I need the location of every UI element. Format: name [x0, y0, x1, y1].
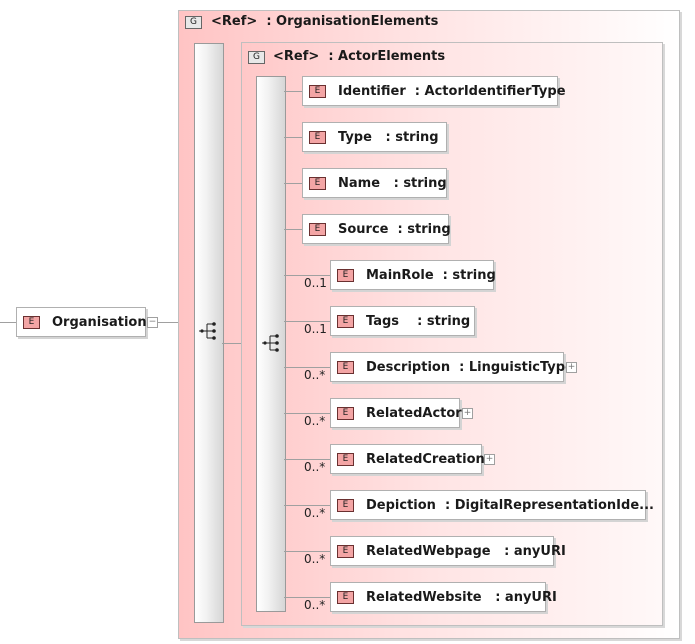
expand-plus-icon[interactable]: + [462, 408, 473, 419]
child-connector [284, 505, 330, 506]
cardinality-label: 0..* [304, 460, 326, 474]
element-badge-icon: E [337, 406, 354, 420]
inner-sequence-bar[interactable] [256, 76, 286, 612]
element-badge-icon: E [309, 130, 326, 144]
element-label: RelatedCreation [366, 451, 485, 467]
element-label: Type : string [338, 129, 439, 145]
element-label: Source : string [338, 221, 451, 237]
element-label: Description : LinguisticType [366, 359, 574, 375]
element-relatedcreation[interactable]: E RelatedCreation [330, 444, 485, 474]
element-label: Identifier : ActorIdentifierType [338, 83, 566, 99]
root-element-label: Organisation [52, 314, 147, 330]
element-description[interactable]: E Description : LinguisticType [330, 352, 574, 382]
element-badge-icon: E [23, 315, 40, 329]
child-connector [284, 275, 330, 276]
element-label: Tags : string [366, 313, 471, 329]
child-connector [284, 597, 330, 598]
cardinality-label: 0..* [304, 368, 326, 382]
element-type[interactable]: E Type : string [302, 122, 447, 152]
cardinality-label: 0..* [304, 414, 326, 428]
cardinality-label: 0..* [304, 552, 326, 566]
element-badge-icon: E [309, 222, 326, 236]
element-badge-icon: E [337, 360, 354, 374]
expand-plus-icon[interactable]: + [566, 362, 577, 373]
child-connector [284, 137, 302, 138]
child-connector [284, 229, 302, 230]
outer-group-title: <Ref> : OrganisationElements [211, 14, 439, 29]
element-badge-icon: E [337, 498, 354, 512]
child-connector [284, 459, 330, 460]
child-connector [284, 367, 330, 368]
element-label: RelatedWebsite : anyURI [366, 589, 557, 605]
element-badge-icon: E [337, 590, 354, 604]
child-connector [284, 183, 302, 184]
inner-group-title: <Ref> : ActorElements [273, 49, 446, 64]
element-identifier[interactable]: E Identifier : ActorIdentifierType [302, 76, 566, 106]
element-label: Name : string [338, 175, 447, 191]
child-connector [284, 321, 330, 322]
element-badge-icon: E [337, 544, 354, 558]
child-connector [284, 551, 330, 552]
element-label: RelatedWebpage : anyURI [366, 543, 566, 559]
child-connector [284, 413, 330, 414]
collapse-minus-icon[interactable]: − [147, 317, 158, 328]
element-badge-icon: E [337, 452, 354, 466]
cardinality-label: 0..* [304, 506, 326, 520]
element-label: Depiction : DigitalRepresentationIde... [366, 497, 654, 513]
element-badge-icon: E [337, 268, 354, 282]
outer-sequence-bar[interactable] [194, 43, 224, 623]
expand-plus-icon[interactable]: + [484, 454, 495, 465]
group-badge-icon: G [248, 51, 265, 64]
element-label: MainRole : string [366, 267, 496, 283]
element-label: RelatedActor [366, 405, 462, 421]
element-badge-icon: E [337, 314, 354, 328]
sequence-compositor-icon [199, 322, 216, 340]
element-tags[interactable]: E Tags : string [330, 306, 475, 336]
root-left-connector [0, 322, 16, 323]
group-badge-icon: G [185, 16, 202, 29]
element-badge-icon: E [309, 84, 326, 98]
outer-seq-to-inner-group-connector [222, 343, 257, 344]
element-relatedactor[interactable]: E RelatedActor [330, 398, 462, 428]
element-name[interactable]: E Name : string [302, 168, 447, 198]
child-connector [284, 91, 302, 92]
element-relatedwebpage[interactable]: E RelatedWebpage : anyURI [330, 536, 566, 566]
cardinality-label: 0..* [304, 598, 326, 612]
cardinality-label: 0..1 [304, 322, 327, 336]
element-badge-icon: E [309, 176, 326, 190]
element-mainrole[interactable]: E MainRole : string [330, 260, 496, 290]
element-relatedwebsite[interactable]: E RelatedWebsite : anyURI [330, 582, 557, 612]
cardinality-label: 0..1 [304, 276, 327, 290]
root-to-group-connector [158, 322, 194, 323]
root-element-organisation[interactable]: E Organisation [16, 307, 147, 337]
element-source[interactable]: E Source : string [302, 214, 451, 244]
element-depiction[interactable]: E Depiction : DigitalRepresentationIde..… [330, 490, 654, 520]
sequence-compositor-icon [262, 334, 279, 352]
